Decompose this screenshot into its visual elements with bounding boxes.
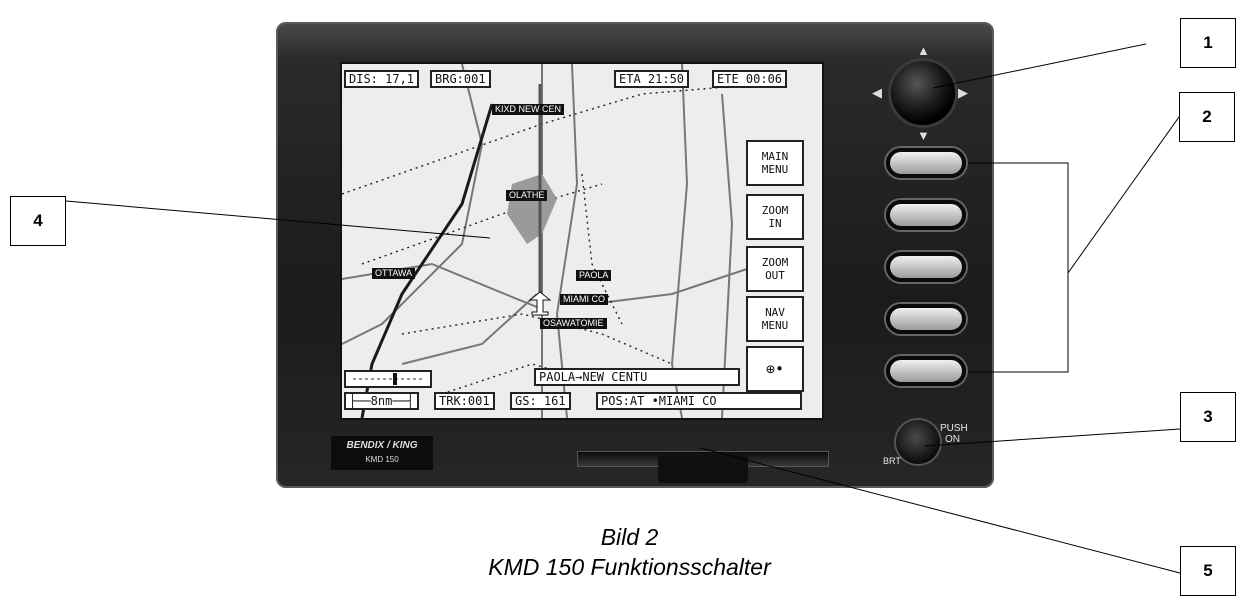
- road-line: [342, 64, 484, 345]
- callout-1: 1: [1180, 18, 1236, 68]
- bezel-button-5[interactable]: [886, 356, 966, 386]
- softkey-label: IN: [768, 217, 782, 230]
- softkey-label: ZOOM: [761, 256, 789, 269]
- bezel-button-1[interactable]: [886, 148, 966, 178]
- ete-readout: ETE 00:06: [712, 70, 788, 88]
- route-readout: PAOLA→NEW CENTU: [534, 368, 740, 386]
- arrow-right-icon: ▶: [958, 85, 968, 100]
- softkey-zoom-in[interactable]: ZOOM IN: [746, 194, 804, 240]
- distance-readout: DIS: 17,1: [344, 70, 420, 88]
- aircraft-icon: [528, 291, 552, 316]
- road-line: [591, 263, 763, 305]
- map-label-paola: PAOLA: [576, 270, 612, 281]
- softkey-nav-menu[interactable]: NAV MENU: [746, 296, 804, 342]
- softkey-label: MENU: [761, 319, 789, 332]
- railway-line: [361, 183, 603, 265]
- bezel-button-4[interactable]: [886, 304, 966, 334]
- groundspeed-readout: GS: 161: [510, 392, 571, 410]
- knob-label-on: ON: [945, 434, 960, 445]
- figure-caption-line-1: Bild 2: [600, 524, 659, 550]
- softkey-label: OUT: [765, 269, 785, 282]
- callout-3: 3: [1180, 392, 1236, 442]
- data-card-tab: [658, 455, 748, 483]
- scale-bar-icon: [353, 373, 423, 385]
- figure-caption-line-2: KMD 150 Funktionsschalter: [488, 554, 771, 580]
- position-readout: POS:AT •MIAMI CO: [596, 392, 802, 410]
- railway-line: [401, 313, 673, 365]
- softkey-label: NAV: [765, 306, 785, 319]
- arrow-up-icon: ▲: [917, 43, 930, 58]
- railway-line: [441, 363, 603, 395]
- bearing-readout: BRG:001: [430, 70, 491, 88]
- callout-5: 5: [1180, 546, 1236, 596]
- eta-readout: ETA 21:50: [614, 70, 690, 88]
- track-readout: TRK:001: [434, 392, 495, 410]
- road-line: [555, 64, 579, 418]
- softkey-label: MAIN: [761, 150, 789, 163]
- softkey-main-menu[interactable]: MAIN MENU: [746, 140, 804, 186]
- scale-readout: ├──8nm──┤: [344, 392, 420, 410]
- callout-4: 4: [10, 196, 66, 246]
- road-line: [401, 293, 538, 365]
- map-label-osawatomie: OSAWATOMIE: [540, 318, 607, 329]
- map-display: KIXD NEW CEN OLATHE PAOLA MIAMI CO OSAWA…: [340, 62, 824, 420]
- joystick-control[interactable]: [891, 61, 955, 125]
- road-line: [721, 93, 734, 418]
- softkey-label: MENU: [761, 163, 789, 176]
- arrow-down-icon: ▼: [917, 128, 930, 143]
- bezel-button-2[interactable]: [886, 200, 966, 230]
- map-label-ottawa: OTTAWA: [372, 268, 416, 279]
- railway-line: [342, 83, 763, 195]
- map-label-olathe: OLATHE: [506, 190, 548, 201]
- softkey-cursor[interactable]: ⊕•: [746, 346, 804, 392]
- knob-label-push: PUSH: [940, 423, 968, 434]
- railway-line: [581, 173, 623, 325]
- leader-line-2: [1067, 116, 1180, 274]
- cursor-icon: ⊕•: [765, 359, 785, 378]
- bezel-button-3[interactable]: [886, 252, 966, 282]
- airspace-shape: [507, 174, 557, 244]
- arrow-left-icon: ◀: [872, 85, 882, 100]
- scale-indicator-box: [344, 370, 432, 388]
- map-label-new-cen: KIXD NEW CEN: [492, 104, 565, 115]
- knob-label-brt: BRT: [883, 456, 901, 466]
- map-label-miami: MIAMI CO: [560, 294, 608, 305]
- power-brightness-knob[interactable]: [896, 420, 940, 464]
- brand-name: BENDIX / KING: [346, 440, 418, 451]
- brand-plate: BENDIX / KING KMD 150: [331, 436, 433, 470]
- callout-2: 2: [1179, 92, 1235, 142]
- softkey-label: ZOOM: [761, 204, 789, 217]
- model-name: KMD 150: [365, 455, 399, 464]
- softkey-zoom-out[interactable]: ZOOM OUT: [746, 246, 804, 292]
- road-line: [670, 64, 689, 418]
